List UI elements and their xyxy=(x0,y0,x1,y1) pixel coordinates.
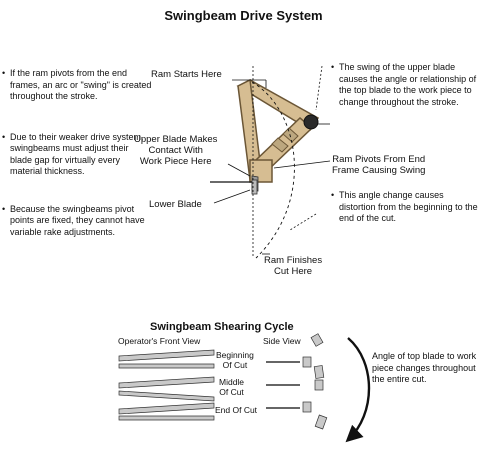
front-view-blades xyxy=(118,349,215,421)
label-lower-blade: Lower Blade xyxy=(149,199,202,210)
ram xyxy=(236,78,320,183)
label-side-view: Side View xyxy=(263,336,301,346)
swing-arc xyxy=(251,81,295,259)
label-stage-end: End Of Cut xyxy=(215,405,258,415)
left-note-2: •Due to their weaker drive system, swing… xyxy=(2,131,144,177)
left-note-3: •Because the swingbeams pivot points are… xyxy=(2,203,145,237)
label-ram-pivots: Ram Pivots From End Frame Causing Swing xyxy=(332,154,426,176)
label-ram-starts: Ram Starts Here xyxy=(151,69,222,80)
cycle-direction-arrow xyxy=(345,337,371,443)
left-notes: •If the ram pivots from the end frames, … xyxy=(2,68,152,238)
lower-blade-leader xyxy=(213,189,251,204)
upper-blade-leader xyxy=(227,163,251,177)
right-note-1: •The swing of the upper blade causes the… xyxy=(331,62,477,107)
label-ram-finishes: Ram Finishes Cut Here xyxy=(264,255,323,277)
lower-blade xyxy=(251,179,258,195)
right-note-2: •This angle change causes distortion fro… xyxy=(331,190,478,223)
label-stage-middle: Middle Of Cut xyxy=(219,377,245,397)
label-front-view: Operator's Front View xyxy=(118,336,201,346)
side-view-blades xyxy=(266,333,328,430)
diagram-title: Swingbeam Drive System xyxy=(164,8,323,23)
right-note-leader-2 xyxy=(289,213,317,231)
right-note-leader-1 xyxy=(315,65,323,111)
right-notes: •The swing of the upper blade causes the… xyxy=(331,62,481,225)
cycle-title: Swingbeam Shearing Cycle xyxy=(150,321,294,333)
label-stage-beginning: Beginning Of Cut xyxy=(216,350,254,370)
left-note-1: •If the ram pivots from the end frames, … xyxy=(2,68,152,101)
cycle-note: Angle of top blade to work piece changes… xyxy=(372,351,477,384)
label-upper-blade: Upper Blade Makes Contact With Work Piec… xyxy=(134,134,218,167)
